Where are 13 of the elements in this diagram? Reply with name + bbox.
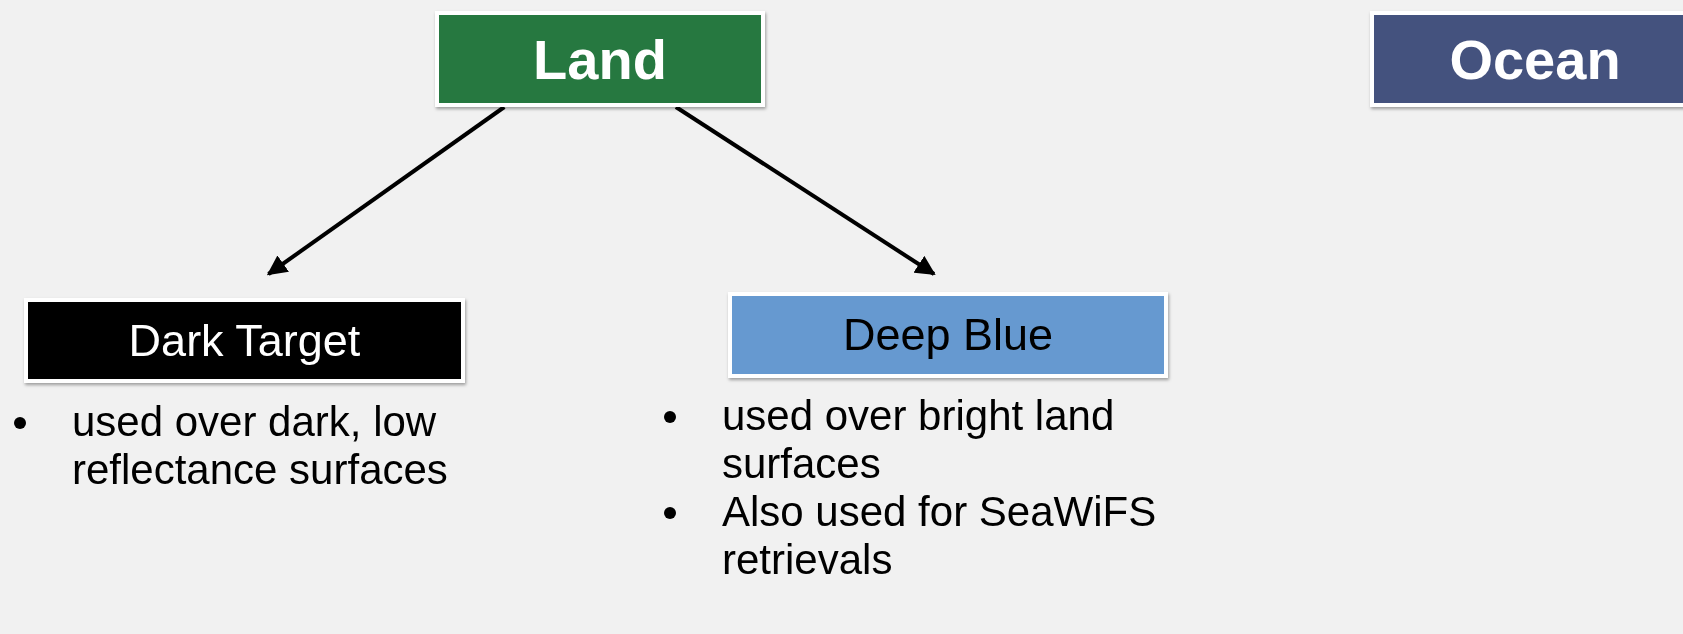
method-box	[728, 292, 1168, 378]
arrow	[674, 105, 936, 276]
bullet-text: used over bright land surfaces	[722, 392, 1115, 487]
title-box	[1370, 11, 1683, 107]
bullet-text: Also used for SeaWiFS retrievals	[722, 488, 1157, 583]
title-box	[435, 11, 765, 107]
bullet-text: used over dark, low reflectance surfaces	[72, 398, 448, 493]
method-box	[24, 298, 465, 383]
box-label: Land	[533, 26, 667, 92]
box-label: Dark Target	[128, 314, 361, 367]
arrow	[266, 105, 506, 276]
box-label: Ocean	[1449, 26, 1621, 92]
box-label: Deep Blue	[842, 309, 1054, 361]
